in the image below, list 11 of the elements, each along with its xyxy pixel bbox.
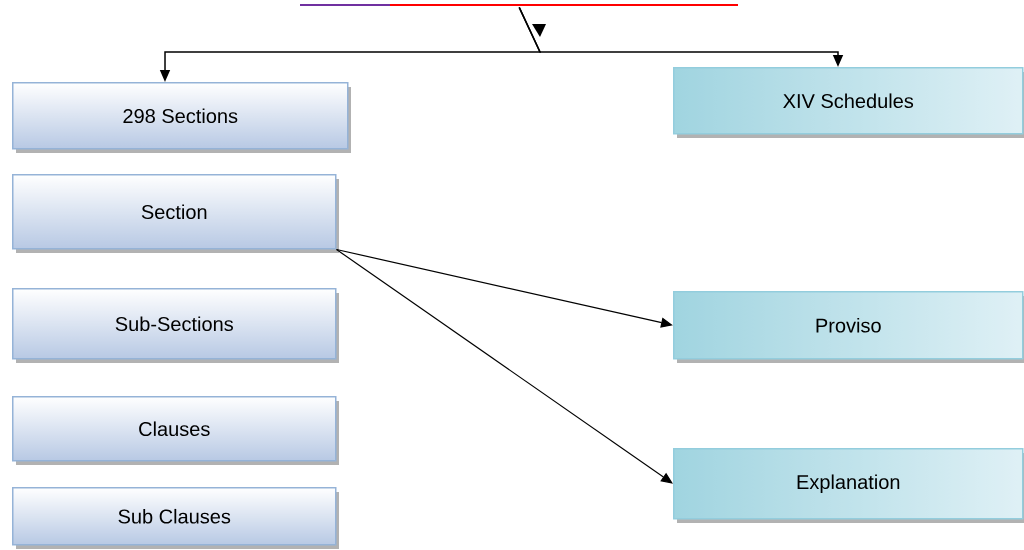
process-box: Section	[12, 174, 339, 253]
arrow	[335, 248, 673, 484]
process-box: Clauses	[12, 396, 339, 465]
process-box: Sub Clauses	[12, 487, 339, 549]
process-box: Explanation	[673, 448, 1024, 523]
process-box: XIV Schedules	[673, 67, 1024, 138]
arrow	[335, 248, 673, 328]
heading-underline	[299, 4, 739, 6]
process-box: Sub-Sections	[12, 288, 339, 363]
process-box: 298 Sections	[12, 82, 351, 153]
process-box: Proviso	[673, 291, 1024, 363]
